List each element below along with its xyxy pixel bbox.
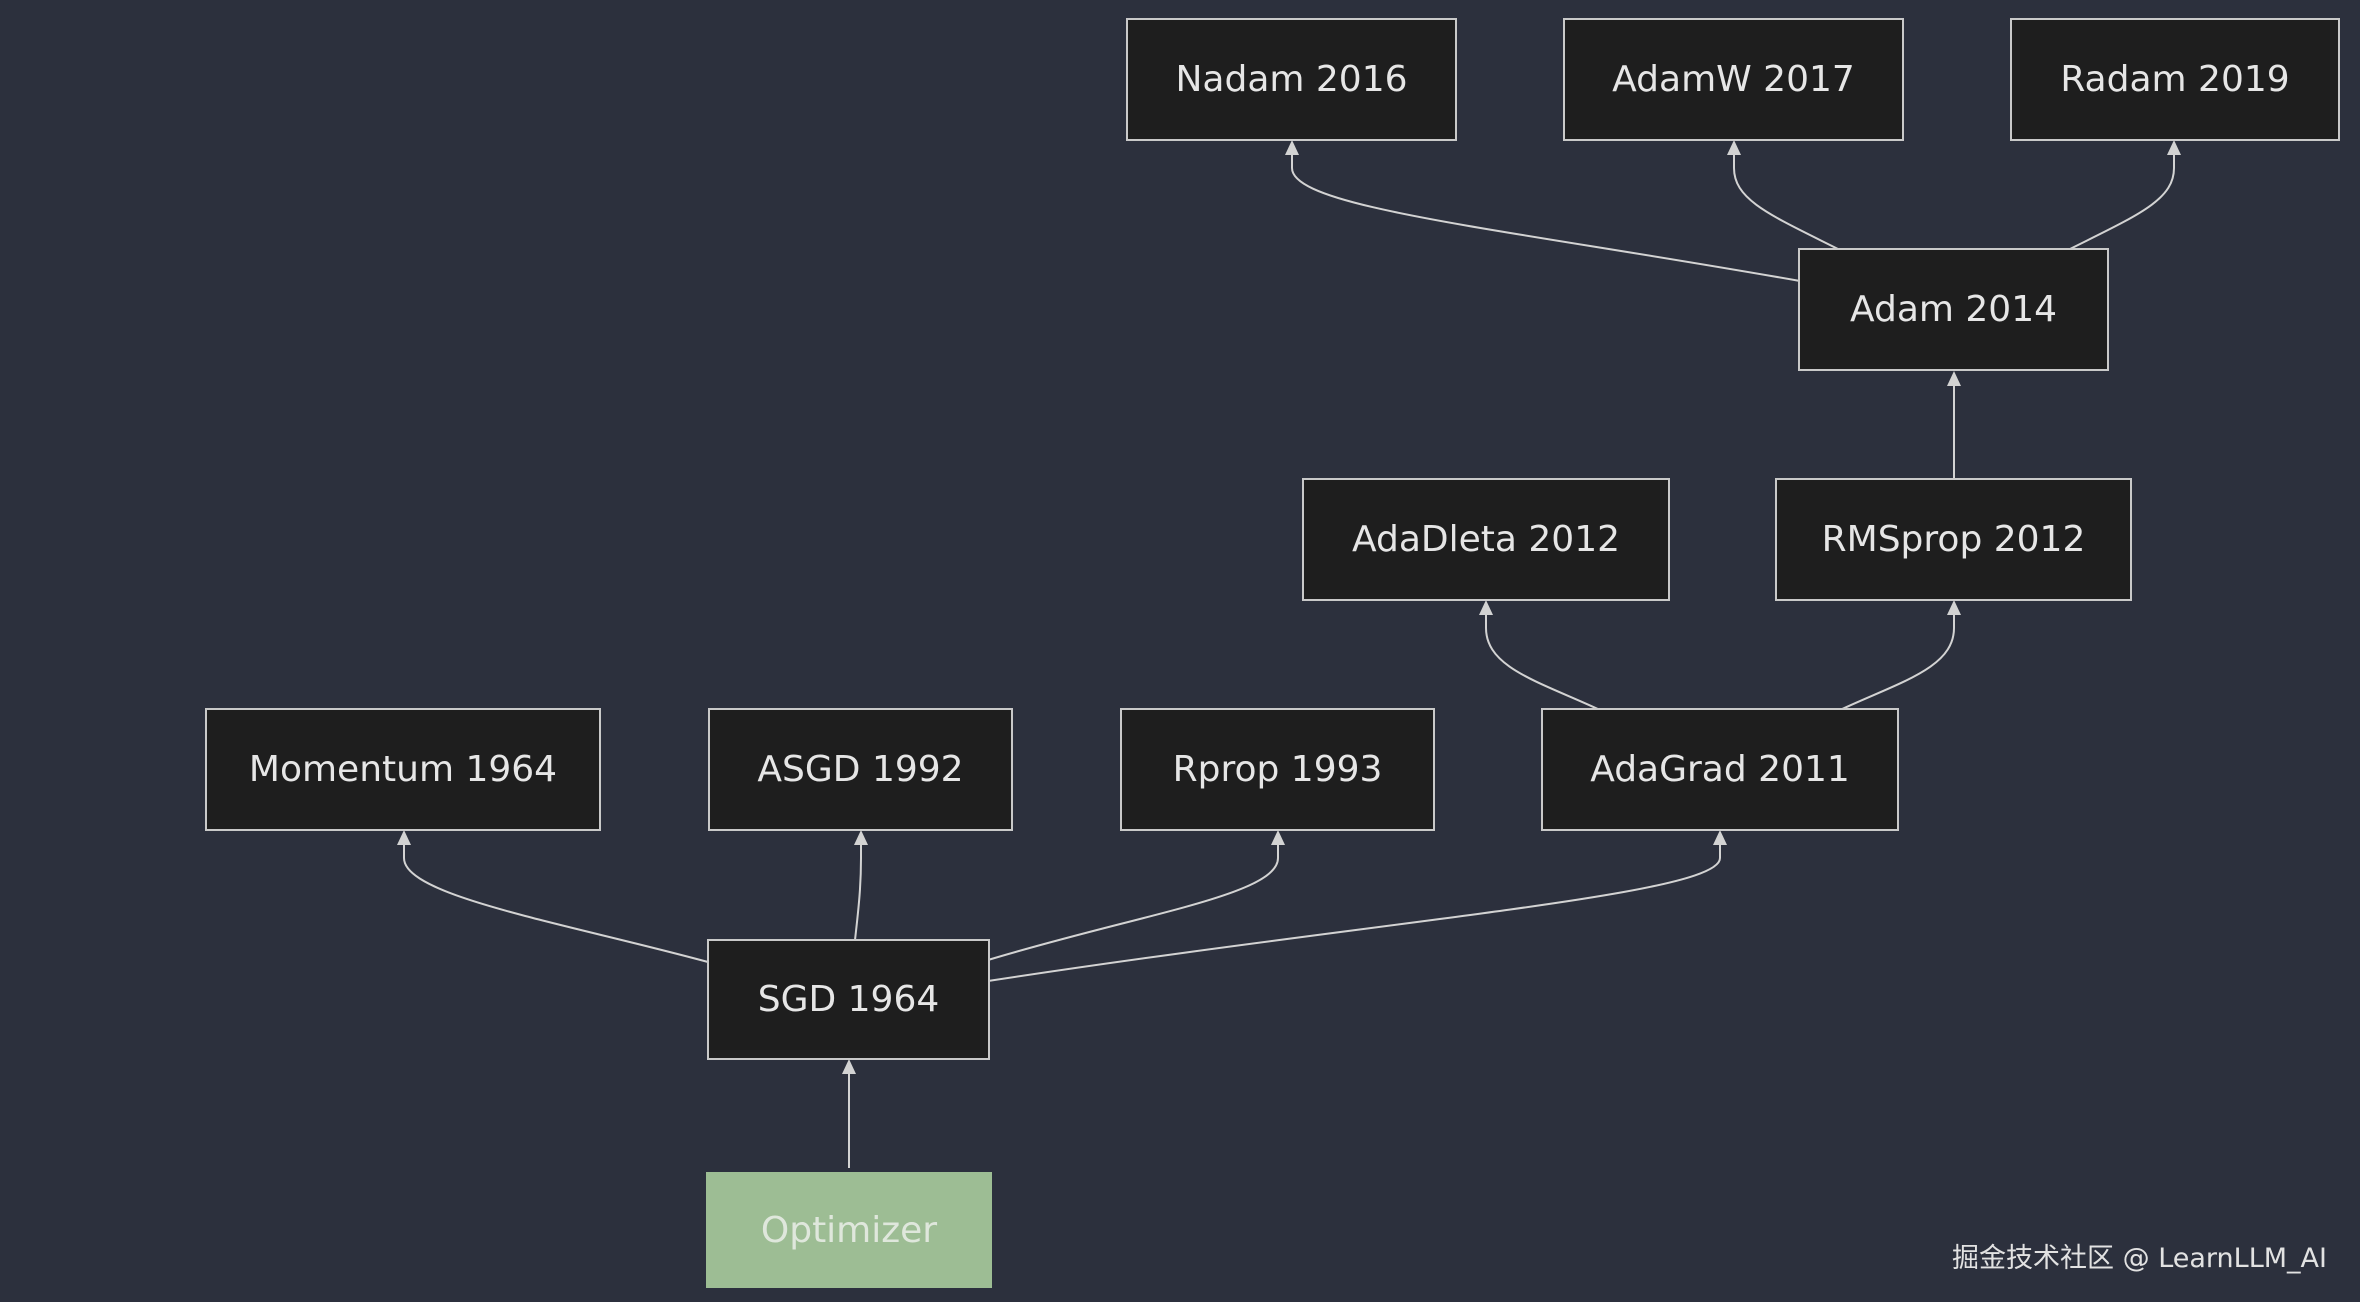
- node-adamw-2017: AdamW 2017: [1563, 18, 1904, 141]
- arrowhead-momentum: [397, 830, 411, 845]
- arrowhead-sgd: [842, 1059, 856, 1074]
- node-nadam-2016: Nadam 2016: [1126, 18, 1457, 141]
- node-momentum-1964: Momentum 1964: [205, 708, 601, 831]
- watermark: 掘金技术社区 @ LearnLLM_AI: [1952, 1243, 2327, 1274]
- node-optimizer: Optimizer: [706, 1172, 992, 1288]
- edge-sgd-adagrad: [987, 840, 1721, 982]
- node-rmsprop-2012: RMSprop 2012: [1775, 478, 2132, 601]
- arrowhead-rprop: [1271, 830, 1285, 845]
- node-adagrad-2011: AdaGrad 2011: [1541, 708, 1899, 831]
- edge-sgd-rprop: [987, 840, 1279, 961]
- node-adadleta-2012: AdaDleta 2012: [1302, 478, 1670, 601]
- edge-adam-radam: [2069, 150, 2175, 250]
- edge-adagrad-adadleta: [1485, 610, 1601, 711]
- arrowhead-adagrad: [1713, 830, 1727, 845]
- arrowhead-adamw: [1727, 140, 1741, 155]
- node-sgd-1964: SGD 1964: [707, 939, 990, 1060]
- node-adam-2014: Adam 2014: [1798, 248, 2109, 371]
- edge-adam-adamw: [1733, 150, 1839, 250]
- arrowhead-rmsprop: [1947, 600, 1961, 615]
- edge-adagrad-rmsprop: [1839, 610, 1955, 711]
- node-radam-2019: Radam 2019: [2010, 18, 2340, 141]
- node-rprop-1993: Rprop 1993: [1120, 708, 1435, 831]
- edge-adam-nadam: [1291, 150, 1801, 282]
- edge-sgd-momentum: [403, 840, 709, 963]
- arrowhead-adam: [1947, 371, 1961, 386]
- arrowhead-asgd: [854, 830, 868, 845]
- edge-sgd-asgd: [854, 840, 862, 941]
- arrowhead-adadleta: [1479, 600, 1493, 615]
- node-asgd-1992: ASGD 1992: [708, 708, 1013, 831]
- arrowhead-nadam: [1285, 140, 1299, 155]
- arrowhead-radam: [2167, 140, 2181, 155]
